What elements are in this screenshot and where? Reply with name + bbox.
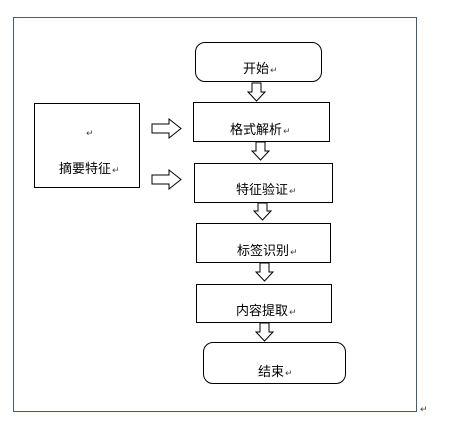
down-arrow-2 [250,141,271,161]
abstract-features-node [34,103,140,188]
paragraph-mark: ↵ [289,187,297,197]
paragraph-mark: ↵ [283,127,291,137]
paragraph-mark: ↵ [270,66,278,76]
paragraph-mark: ↵ [420,405,428,415]
right-arrow-1 [151,117,182,140]
format-parsing-node [193,102,330,142]
page-frame [13,17,417,412]
feature-verification-label: 特征验证↵ [236,183,297,198]
format-parsing-label: 格式解析↵ [230,123,291,138]
paragraph-mark: ↵ [285,369,293,379]
down-arrow-4 [254,262,275,282]
feature-verification-node [194,163,333,203]
right-arrow-2 [151,168,182,191]
tag-recognition-label: 标签识别↵ [237,244,298,259]
end-node [203,342,346,384]
paragraph-mark: ↵ [86,129,94,139]
down-arrow-1 [246,82,267,102]
paragraph-mark: ↵ [290,248,298,258]
paragraph-mark: ↵ [289,308,297,318]
end-label: 结束↵ [258,365,293,380]
paragraph-mark: ↵ [112,166,120,176]
down-arrow-3 [252,202,273,221]
content-extraction-label: 内容提取↵ [236,304,297,319]
start-node [195,42,322,82]
abstract-features-label: 摘要特征↵ [59,162,120,177]
start-label: 开始↵ [243,62,278,77]
down-arrow-5 [254,322,275,342]
